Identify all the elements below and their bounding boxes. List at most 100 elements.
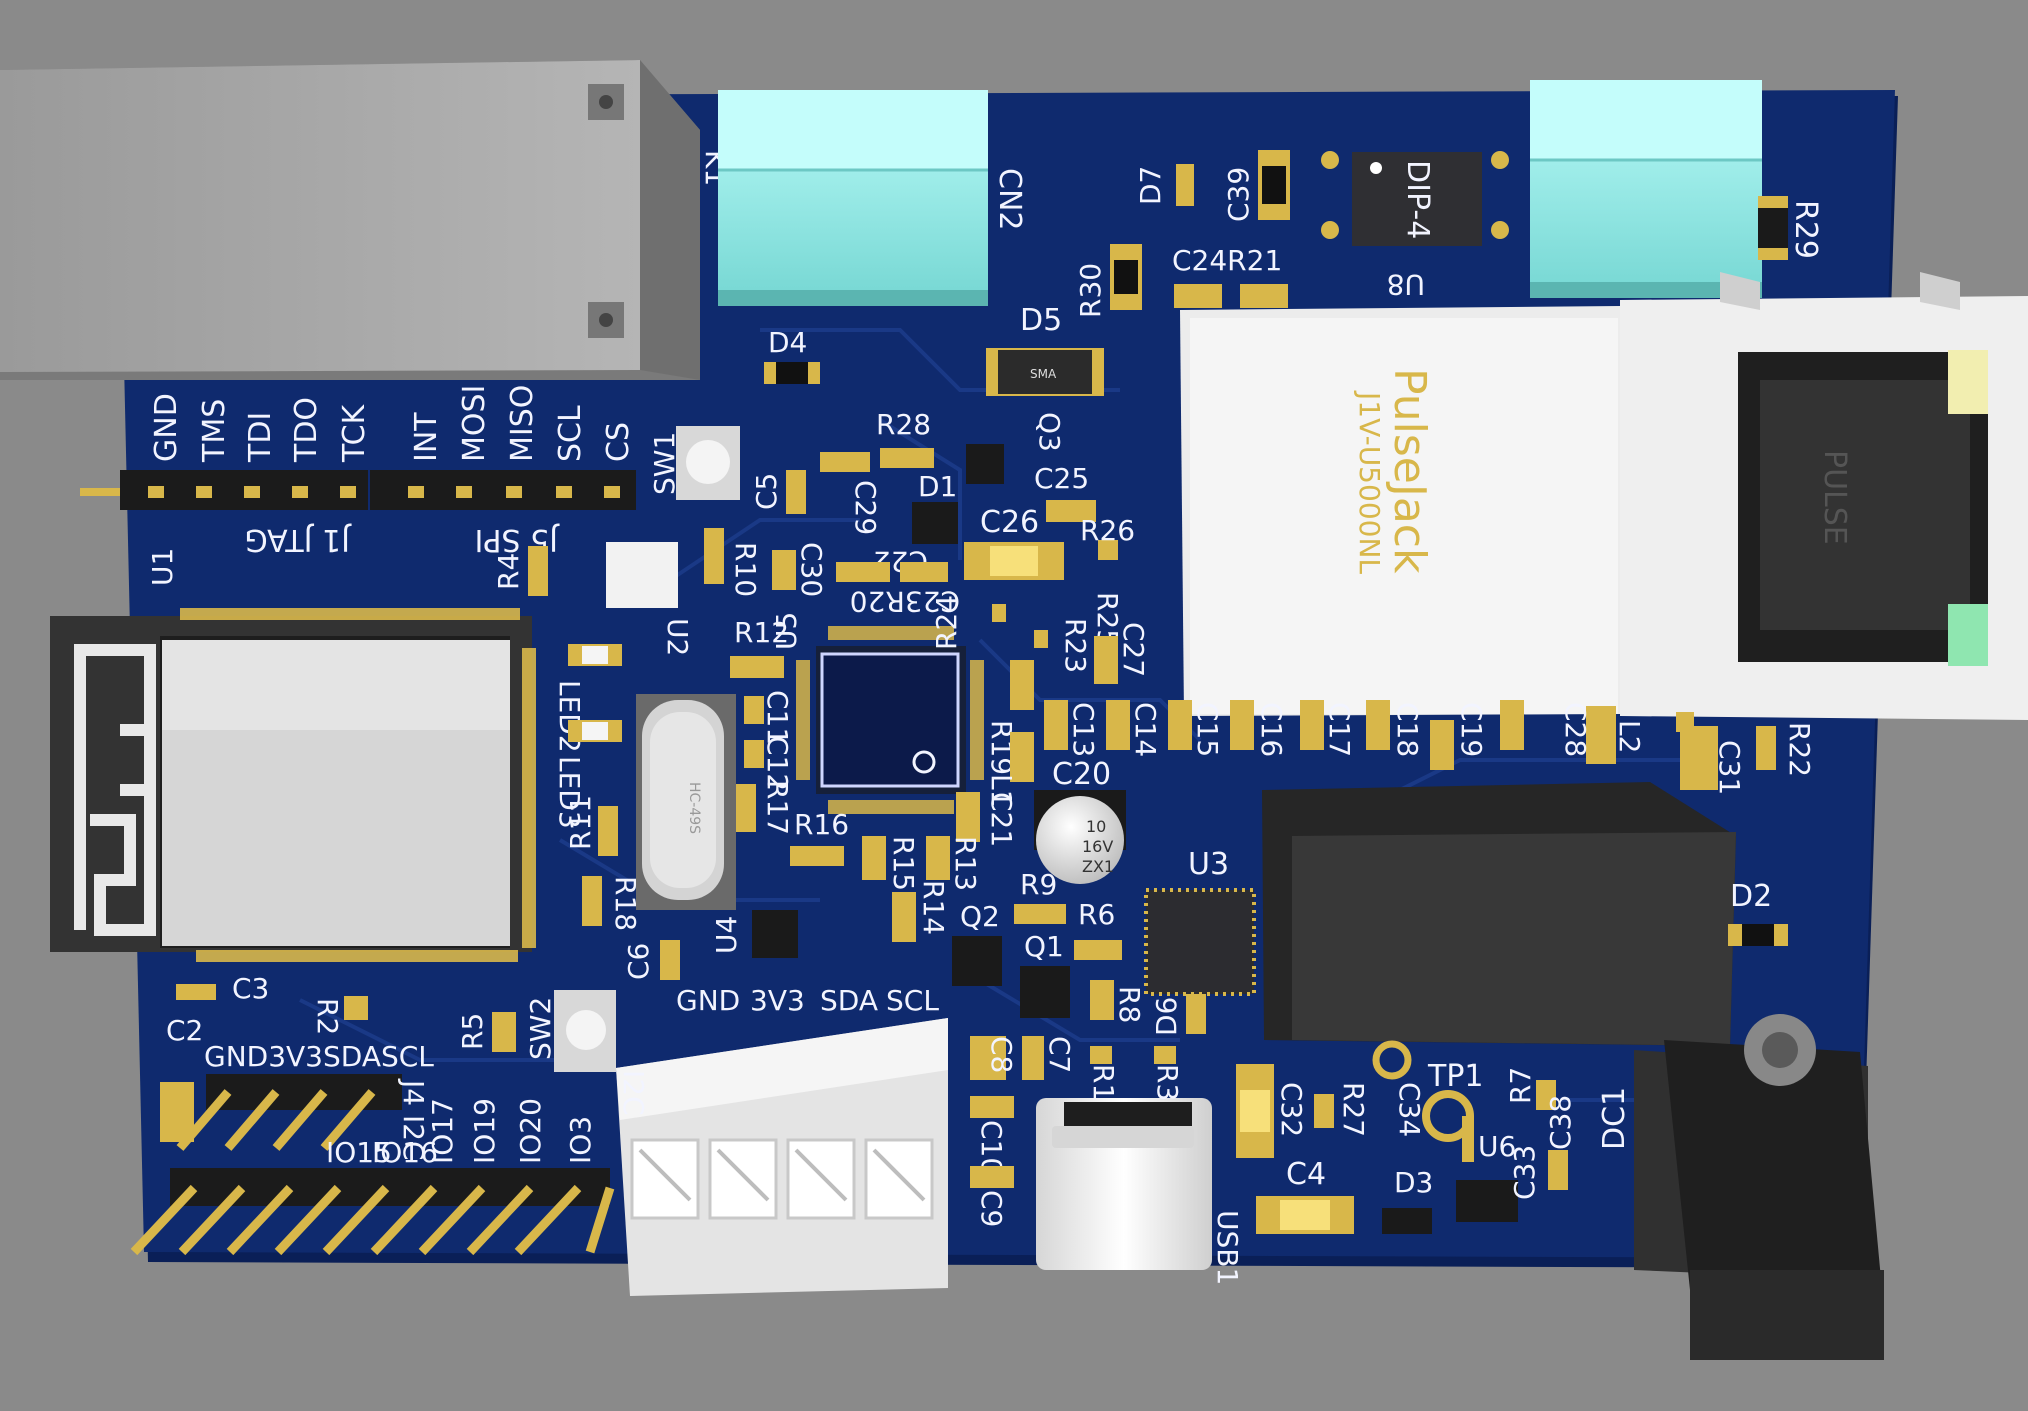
refdes-r6: R6	[1078, 898, 1115, 931]
refdes-c38: C38	[1544, 1095, 1577, 1150]
testpoint-tp1: TP1	[1372, 1040, 1484, 1162]
refdes-c30: C30	[795, 542, 828, 597]
refdes-c24r21: C24R21	[1172, 244, 1282, 277]
refdes-d4: D4	[768, 326, 807, 359]
relay-k1: K1	[0, 60, 732, 380]
i2c-term-scl: SCL	[886, 984, 939, 1017]
refdes-sw1: SW1	[648, 432, 681, 495]
refdes-c32: C32	[1275, 1082, 1308, 1137]
spi-pin-int: INT	[409, 412, 444, 462]
refdes-c2: C2	[166, 1014, 203, 1047]
refdes-r5: R5	[456, 1013, 489, 1050]
optocoupler-label: DIP-4	[1400, 160, 1435, 239]
refdes-q1: Q1	[1024, 930, 1064, 963]
refdes-r17: R17	[761, 780, 794, 835]
refdes-r10: R10	[729, 542, 762, 597]
refdes-r12: R12	[734, 616, 789, 649]
refdes-c6: C6	[622, 943, 655, 980]
refdes-sw2: SW2	[524, 997, 557, 1060]
refdes-c10: C10	[975, 1120, 1008, 1175]
ic-u3: U3	[1144, 847, 1256, 996]
refdes-c34: C34	[1393, 1082, 1426, 1137]
pushbutton-sw2: SW2	[524, 990, 616, 1072]
refdes-c15: C15	[1191, 702, 1224, 757]
refdes-r4: R4	[492, 553, 525, 590]
c20-voltage: 16V	[1082, 837, 1113, 856]
refdes-c21: C21	[985, 792, 1018, 847]
refdes-r3: R3	[1151, 1064, 1184, 1101]
refdes-u5: U5	[770, 612, 803, 650]
refdes-r8: R8	[1113, 986, 1146, 1023]
io-label-io3: IO3	[564, 1116, 597, 1164]
refdes-u4: U4	[710, 916, 743, 954]
refdes-c29: C29	[849, 480, 882, 535]
ic-u5: U5	[770, 612, 984, 814]
refdes-r11: R11	[564, 795, 597, 850]
io-label-io17: IO17	[426, 1098, 459, 1164]
refdes-c13: C13	[1067, 702, 1100, 757]
refdes-c7: C7	[1043, 1036, 1076, 1073]
refdes-u8: U8	[1387, 268, 1425, 301]
pushbutton-sw1: SW1	[648, 426, 740, 500]
refdes-c14: C14	[1129, 702, 1162, 757]
jtag-pin-tms: TMS	[197, 399, 232, 463]
jtag-pin-tck: TCK	[337, 403, 372, 463]
capacitor-c4: C4	[1256, 1157, 1354, 1234]
refdes-d3: D3	[1394, 1166, 1433, 1199]
refdes-c33: C33	[1508, 1145, 1541, 1200]
refdes-d1: D1	[918, 470, 957, 503]
refdes-c19: C19	[1455, 702, 1488, 757]
io-label-io16: IO16	[372, 1136, 438, 1169]
resistor-r11: R11	[564, 795, 618, 856]
terminal-block-right	[1530, 80, 1762, 298]
capacitor-c20: 10 16V ZX1 C20	[1034, 757, 1126, 884]
magjack-rj45: PulseJack J1V-U5000NL PULSE	[1180, 272, 2028, 720]
usb-c-connector-usb1: USB1	[1036, 1098, 1244, 1285]
refdes-l1: L1	[985, 774, 1018, 807]
refdes-tp1: TP1	[1427, 1059, 1484, 1094]
refdes-r14: R14	[917, 880, 950, 935]
header-io: IO15 IO16 IO17 IO19 IO20 IO3	[130, 1098, 615, 1256]
refdes-c20: C20	[1052, 757, 1111, 792]
refdes-c5: C5	[750, 473, 783, 510]
crystal-label: HC-49S	[686, 782, 702, 834]
refdes-r30: R30	[1074, 263, 1107, 318]
led3: LED3	[553, 720, 622, 829]
refdes-led3: LED3	[553, 756, 586, 829]
jtag-pin-tdi: TDI	[243, 412, 278, 463]
jtag-pin-gnd: GND	[149, 393, 184, 462]
spi-pin-mosi: MOSI	[457, 385, 492, 462]
io-label-io19: IO19	[468, 1098, 501, 1164]
refdes-c27: C27	[1117, 622, 1150, 677]
refdes-u3: U3	[1188, 847, 1229, 882]
refdes-c39: C39	[1222, 167, 1255, 222]
refdes-c8: C8	[985, 1036, 1018, 1073]
diode-d2: D2	[1728, 879, 1788, 946]
refdes-q3: Q3	[1033, 412, 1066, 452]
refdes-c11: C11	[761, 690, 794, 745]
terminal-block-cn2: CN2	[718, 90, 1027, 306]
refdes-c12: C12	[761, 736, 794, 791]
refdes-c31: C31	[1713, 740, 1746, 795]
spi-pin-cs: CS	[601, 422, 636, 462]
refdes-r15: R15	[887, 836, 920, 891]
refdes-r13: R13	[949, 836, 982, 891]
wifi-module-u1: U1	[50, 548, 536, 962]
spi-pin-miso: MISO	[505, 385, 540, 462]
refdes-r29: R29	[1788, 200, 1823, 259]
refdes-d7: D7	[1134, 166, 1167, 205]
magjack-brand: PulseJack	[1384, 368, 1435, 574]
refdes-c28: C28	[1559, 702, 1592, 757]
refdes-usb1: USB1	[1211, 1210, 1244, 1285]
refdes-r24: R24	[930, 595, 963, 650]
refdes-d5: D5	[1020, 303, 1062, 338]
refdes-u6: U6	[1478, 1130, 1516, 1163]
capacitor-c32: C32	[1236, 1064, 1308, 1158]
c20-value: 10	[1086, 817, 1106, 836]
refdes-j1-jtag: J1 JTAG	[244, 522, 352, 557]
refdes-u1: U1	[146, 548, 179, 586]
i2c-term-sda: SDA	[820, 984, 878, 1017]
power-inductor	[1262, 782, 1736, 1046]
rgb-led-u2: U2	[606, 542, 694, 656]
refdes-r7: R7	[1504, 1067, 1537, 1104]
